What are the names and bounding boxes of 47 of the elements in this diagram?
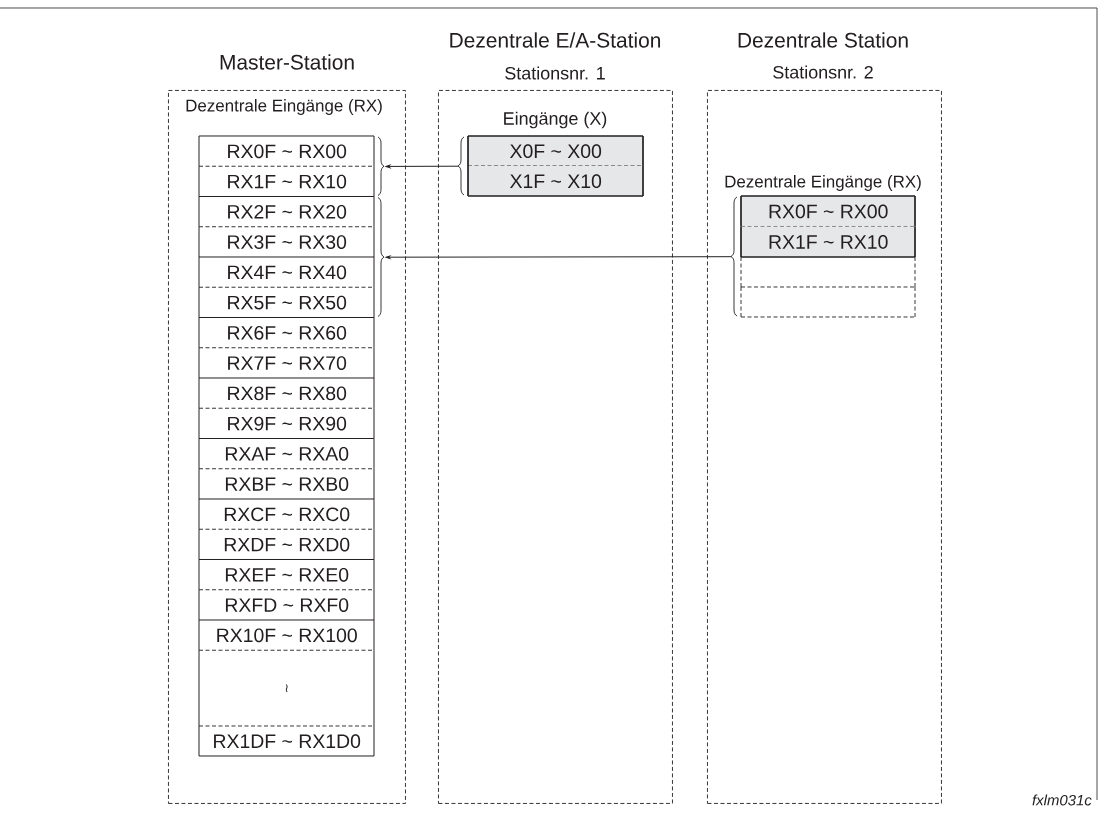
register-row: RX6F ~ RX60 <box>198 317 375 349</box>
station-panel <box>168 54 406 804</box>
section-label: Eingänge (X) <box>504 111 607 129</box>
register-row: ≀ <box>198 649 375 727</box>
register-row: RX1DF ~ RX1D0 <box>198 725 375 757</box>
register-row: X1F ~ X10 <box>467 165 644 197</box>
register-row: RX4F ~ RX40 <box>198 256 375 288</box>
register-row: RXFD ~ RXF0 <box>198 589 375 621</box>
panel-heading: Master-Station <box>220 54 354 70</box>
register-row: RX1F ~ RX10 <box>740 225 916 258</box>
panel-subheading: Stationsnr. 1 <box>505 66 605 80</box>
register-row: RX1F ~ RX10 <box>198 165 375 197</box>
register-row: RX0F ~ RX00 <box>740 195 916 228</box>
panel-heading: Dezentrale E/A-Station <box>450 32 660 48</box>
panel-heading: Dezentrale Station <box>738 32 908 48</box>
section-label: Dezentrale Eingänge (RX) <box>725 175 921 191</box>
station-panel <box>707 32 942 804</box>
register-row: RX8F ~ RX80 <box>198 377 375 409</box>
arrow <box>385 255 732 259</box>
register-row: RX7F ~ RX70 <box>198 347 375 379</box>
curly-brace <box>730 196 738 317</box>
register-row: RX5F ~ RX50 <box>198 286 375 318</box>
register-row: RX10F ~ RX100 <box>198 619 375 651</box>
register-row: RX2F ~ RX20 <box>198 196 375 228</box>
register-row: RXDF ~ RXD0 <box>198 528 375 560</box>
register-row: RXBF ~ RXB0 <box>198 468 375 500</box>
register-row: RXAF ~ RXA0 <box>198 438 375 470</box>
panel-subheading: Dezentrale Eingänge (RX) <box>186 99 382 115</box>
panel-subheading: Stationsnr. 2 <box>773 65 873 79</box>
node-label: RX0F ~ RX00 <box>769 204 888 219</box>
register-row: RX9F ~ RX90 <box>198 407 375 439</box>
node-label: X0F ~ X00 <box>509 144 602 159</box>
empty-register-row <box>740 286 916 318</box>
curly-brace <box>377 197 385 317</box>
register-row: RXCF ~ RXC0 <box>198 498 375 530</box>
arrow <box>385 164 459 169</box>
register-row: RX0F ~ RX00 <box>198 135 375 167</box>
figure-id: fxlm031c <box>1032 794 1092 806</box>
node-label: RX1F ~ RX10 <box>769 235 888 249</box>
curly-brace <box>457 136 465 196</box>
empty-register-row <box>740 256 916 288</box>
register-row: RX3F ~ RX30 <box>198 226 375 258</box>
curly-brace <box>377 136 385 196</box>
register-row: X0F ~ X00 <box>467 135 644 167</box>
node-label: X1F ~ X10 <box>509 174 602 189</box>
station-panel <box>438 32 673 804</box>
register-row: RXEF ~ RXE0 <box>198 559 375 591</box>
